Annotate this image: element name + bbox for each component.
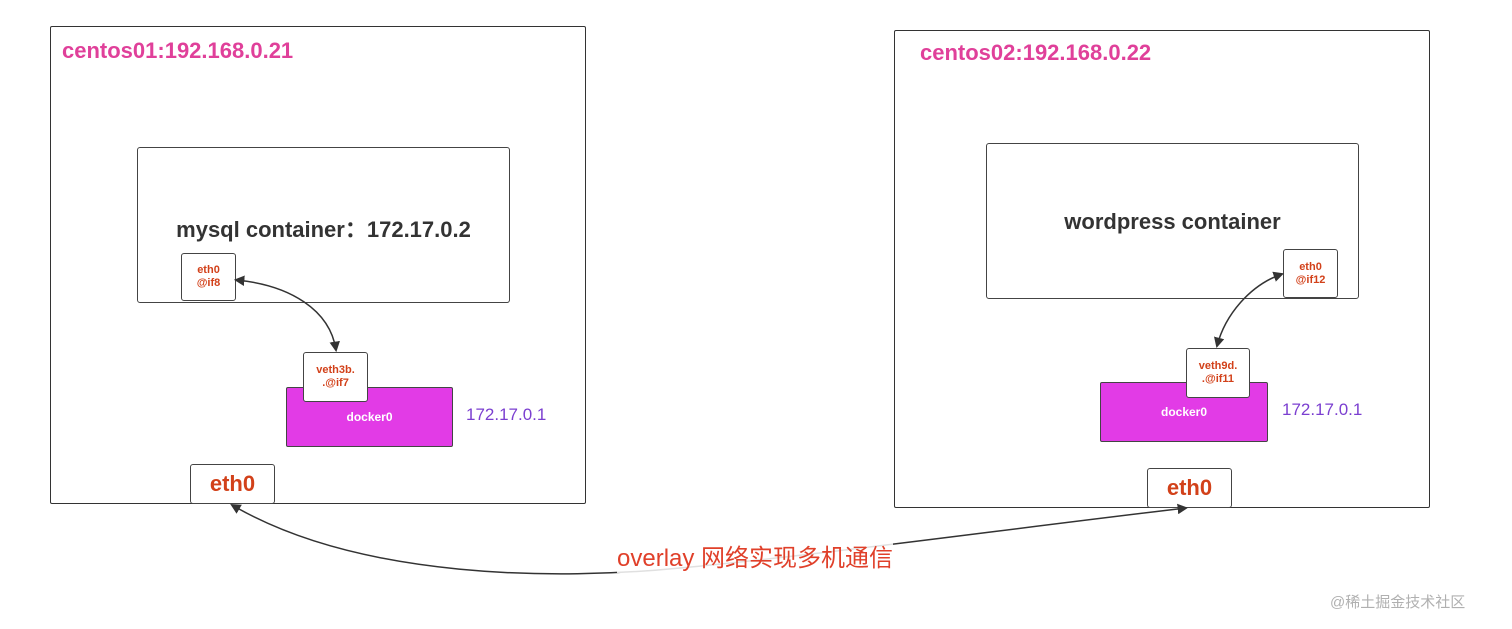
host1-eth0-label: eth0 [209, 471, 256, 496]
host2-eth0-interface: eth0 [1147, 468, 1232, 508]
wordpress-container [986, 143, 1359, 299]
wordpress-eth0-line2: @if12 [1295, 273, 1326, 286]
mysql-eth0-line2: @if8 [196, 277, 221, 289]
wordpress-eth0-line1: eth0 [1299, 260, 1322, 273]
overlay-network-label: overlay 网络实现多机通信 [617, 538, 894, 573]
mysql-eth0-line1: eth0 [197, 264, 220, 276]
wordpress-eth0-interface: eth0 @if12 [1283, 249, 1338, 298]
host2-eth0-label: eth0 [1166, 475, 1213, 500]
host-centos01-title: centos01:192.168.0.21 [62, 38, 294, 63]
veth9d-line2: .@if11 [1201, 373, 1235, 385]
docker0-bridge-host1: docker0 [286, 387, 453, 447]
veth3b-line1: veth3b. [316, 364, 355, 376]
docker0-ip-host2: 172.17.0.1 [1282, 400, 1363, 419]
wordpress-container-label: wordpress container [1064, 209, 1281, 234]
docker0-label-host2: docker0 [1160, 405, 1208, 419]
watermark: @稀土掘金技术社区 [1330, 594, 1466, 611]
veth3b-interface: veth3b. .@if7 [303, 352, 368, 402]
veth9d-line1: veth9d. [1198, 360, 1238, 372]
link-wordpress-eth0-to-veth9d [1214, 271, 1284, 349]
host1-eth0-interface: eth0 [190, 464, 275, 504]
mysql-container-label: mysql container：172.17.0.2 [176, 217, 471, 242]
veth9d-interface: veth9d. .@if11 [1186, 348, 1250, 398]
veth3b-line2: .@if7 [322, 377, 349, 389]
host-centos02-title: centos02:192.168.0.22 [920, 40, 1152, 65]
link-mysql-eth0-to-veth3b [233, 275, 340, 353]
docker0-label-host1: docker0 [346, 410, 393, 424]
docker0-ip-host1: 172.17.0.1 [466, 405, 547, 424]
